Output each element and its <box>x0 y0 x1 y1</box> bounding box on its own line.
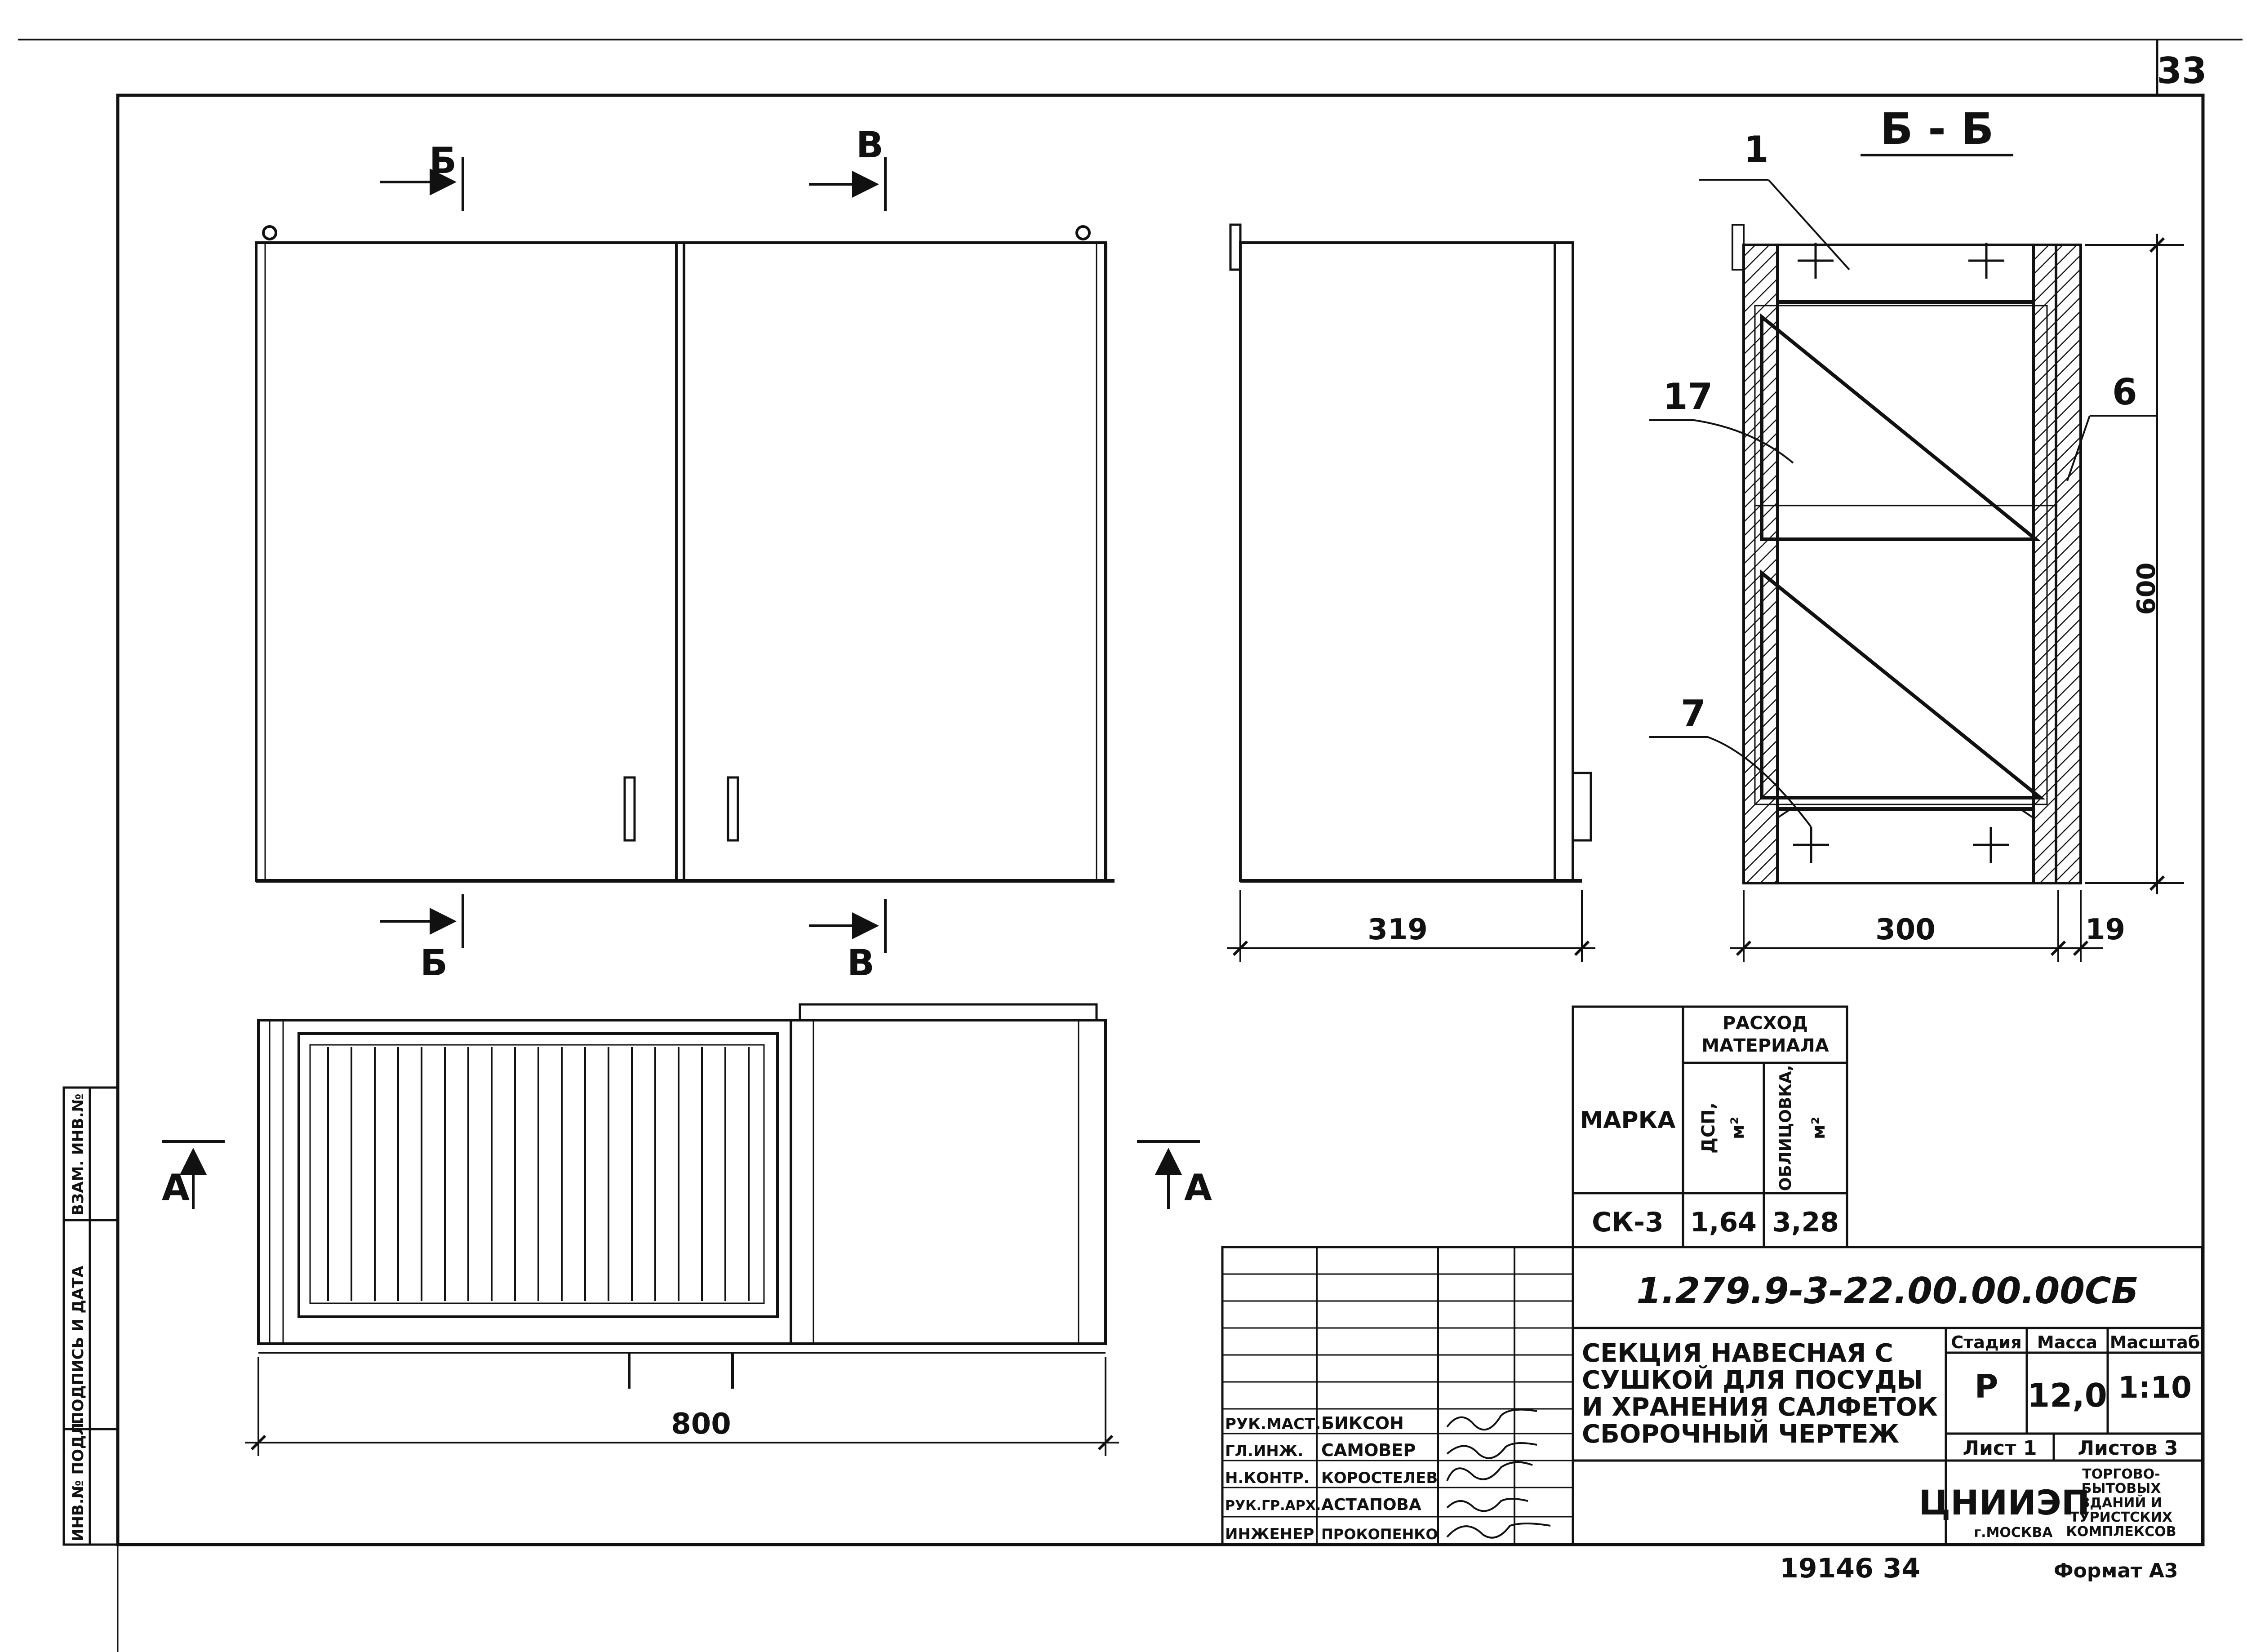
tb-org-city: г.МОСКВА <box>1974 1525 2053 1541</box>
section-b-bottom: Б <box>420 942 448 984</box>
tb-sheets: Листов 3 <box>2078 1437 2178 1460</box>
tb-title-2: СУШКОЙ ДЛЯ ПОСУДЫ <box>1582 1365 1923 1395</box>
section-v-top: В <box>856 124 884 166</box>
mat-row-mark: СК-3 <box>1592 1207 1664 1238</box>
mat-header-2: МАТЕРИАЛА <box>1701 1035 1829 1056</box>
signer-name-1: БИКСОН <box>1321 1413 1404 1433</box>
stamp-inv-replace: ВЗАМ. ИНВ.№ <box>69 1093 87 1216</box>
plan-view <box>257 1003 1107 1389</box>
mat-row-cladding: 3,28 <box>1772 1207 1839 1238</box>
tb-org-logo: ЦНИИЭП <box>1919 1483 2090 1523</box>
signer-name-3: КОРОСТЕЛЕВ <box>1321 1469 1438 1487</box>
signer-role-2: ГЛ.ИНЖ. <box>1225 1442 1303 1460</box>
section-b-top: Б <box>429 140 457 182</box>
side-view <box>1229 223 1592 883</box>
tb-org-desc-1: ТОРГОВО- <box>2082 1466 2160 1482</box>
mat-col-dsp-unit: м² <box>1727 1117 1748 1139</box>
tb-org-desc-2: БЫТОВЫХ <box>2082 1481 2161 1497</box>
tb-title-4: СБОРОЧНЫЙ ЧЕРТЕЖ <box>1582 1419 1899 1449</box>
tb-col-mass: Масса <box>2037 1332 2097 1352</box>
plan-slats <box>327 1047 750 1301</box>
callout-6: 6 <box>2112 371 2137 413</box>
signer-name-4: АСТАПОВА <box>1321 1496 1421 1514</box>
section-view <box>1732 224 2082 884</box>
footer-inventory: 19146 34 <box>1780 1553 1920 1584</box>
tb-org-desc-3: ЗДАНИЙ И <box>2080 1495 2162 1511</box>
dim-plan-width <box>245 1357 1119 1456</box>
leaders <box>1649 179 2157 828</box>
section-a-right: А <box>1184 1167 1212 1208</box>
tb-title-3: И ХРАНЕНИЯ САЛФЕТОК <box>1582 1393 1938 1422</box>
section-title: Б - Б <box>1880 104 1994 154</box>
signer-role-3: Н.КОНТР. <box>1225 1469 1310 1487</box>
tb-title-1: СЕКЦИЯ НАВЕСНАЯ С <box>1582 1339 1893 1368</box>
side-stamp <box>62 1086 119 1546</box>
callout-17: 17 <box>1663 376 1713 417</box>
dim-inner-depth-label: 300 <box>1875 913 1936 946</box>
dim-side-depth <box>1227 890 1595 962</box>
mat-col-cladding: ОБЛИЦОВКА, <box>1776 1065 1795 1191</box>
signer-role-1: РУК.МАСТ. <box>1225 1415 1321 1433</box>
mat-header-1: РАСХОД <box>1723 1013 1808 1034</box>
tb-org-desc-4: ТУРИСТСКИХ <box>2070 1510 2172 1525</box>
stamp-signature-date: ПОДПИСЬ И ДАТА <box>69 1266 87 1425</box>
section-a-left: А <box>162 1167 190 1208</box>
tb-col-scale: Масштаб <box>2110 1332 2200 1352</box>
tb-col-stage: Стадия <box>1951 1332 2021 1352</box>
mat-row-dsp: 1,64 <box>1690 1207 1757 1238</box>
dim-width-label: 800 <box>671 1408 731 1441</box>
title-block <box>1221 1246 2203 1546</box>
dim-depth-label: 319 <box>1368 913 1428 946</box>
callout-7: 7 <box>1681 693 1706 734</box>
tb-mass: 12,0 <box>2027 1377 2107 1414</box>
footer-format: Формат А3 <box>2054 1559 2178 1582</box>
tb-org-desc-5: КОМПЛЕКСОВ <box>2066 1524 2176 1540</box>
tb-sheet: Лист 1 <box>1963 1437 2037 1460</box>
sheet-frame <box>18 39 2243 1652</box>
mat-col-mark: МАРКА <box>1580 1107 1676 1134</box>
section-v-bottom: В <box>847 942 875 984</box>
mat-col-cladding-unit: м² <box>1808 1117 1829 1139</box>
stamp-inv-orig: ИНВ.№ ПОДЛ. <box>69 1417 87 1541</box>
front-view <box>255 225 1115 883</box>
signer-role-5: ИНЖЕНЕР <box>1225 1525 1314 1543</box>
signer-name-2: САМОВЕР <box>1321 1440 1416 1460</box>
sheet-number: 33 <box>2157 50 2207 92</box>
section-marks <box>162 157 1200 1209</box>
tb-stage: Р <box>1975 1368 1998 1405</box>
callout-1: 1 <box>1744 129 1769 170</box>
tb-scale: 1:10 <box>2118 1370 2192 1405</box>
mat-col-dsp: ДСП, <box>1698 1102 1719 1154</box>
signatures <box>1446 1408 1551 1539</box>
tb-designation: 1.279.9-3-22.00.00.00СБ <box>1636 1270 2138 1312</box>
signer-role-4: РУК.ГР.АРХ. <box>1225 1498 1321 1514</box>
dim-section <box>1730 234 2184 962</box>
material-table <box>1572 1005 1848 1248</box>
signer-name-5: ПРОКОПЕНКО <box>1321 1526 1438 1543</box>
dim-height-label: 600 <box>2132 563 2161 615</box>
dim-wall-label: 19 <box>2085 913 2125 946</box>
